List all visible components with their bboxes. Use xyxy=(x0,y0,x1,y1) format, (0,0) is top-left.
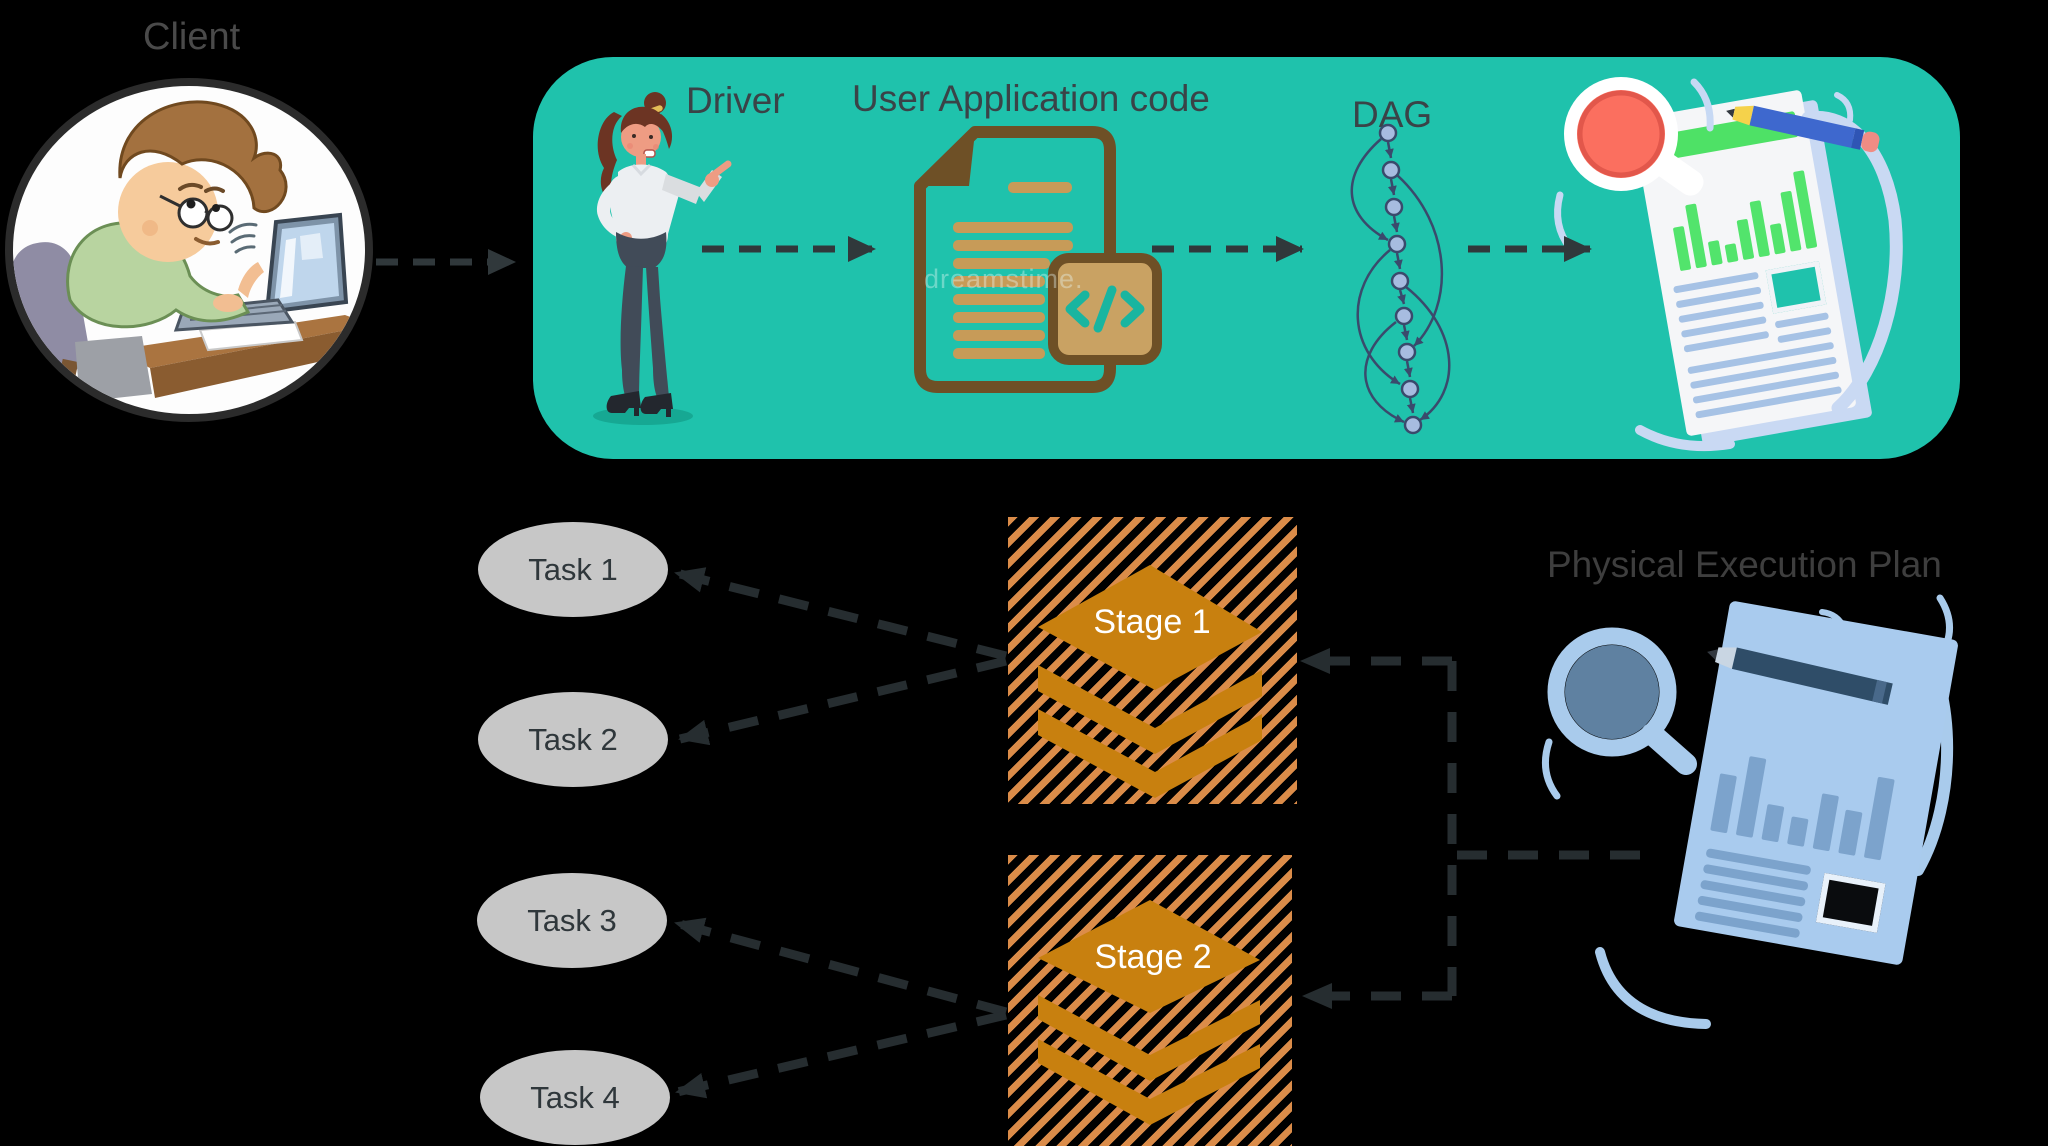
layers-icon: Stage 2 xyxy=(1038,900,1260,1125)
stage-2-box: Stage 2 xyxy=(1008,855,1292,1146)
pencil-icon xyxy=(1726,105,1880,153)
code-badge-icon xyxy=(1048,253,1162,365)
arrow-stage2-to-task3 xyxy=(674,917,1008,1017)
task-ellipse: Task 4 xyxy=(480,1050,670,1145)
desk-front xyxy=(150,325,365,398)
pep-decorations-front xyxy=(1541,627,1893,1029)
physical-execution-plan-label: Physical Execution Plan xyxy=(1547,544,1942,585)
watermark-text: dreamstime. xyxy=(924,264,1084,294)
driver-label: Driver xyxy=(686,80,785,121)
folded-corner xyxy=(920,132,975,186)
task-1-label: Task 1 xyxy=(528,551,618,587)
task-2-label: Task 2 xyxy=(528,721,618,757)
task-ellipse: Task 2 xyxy=(478,692,668,787)
arrow-stage1-to-task1 xyxy=(674,567,1008,661)
stage-1-box: Stage 1 xyxy=(1008,517,1297,804)
stage-1-label: Stage 1 xyxy=(1093,603,1210,641)
client-person xyxy=(66,100,288,402)
client-illustration xyxy=(5,78,373,422)
code-document-icon xyxy=(914,126,1162,393)
magnifier-icon xyxy=(1547,627,1697,775)
user-application-code-label: User Application code xyxy=(852,78,1210,119)
glasses-icon xyxy=(159,194,234,232)
task-3-label: Task 3 xyxy=(527,902,617,938)
dag-graph-icon xyxy=(1350,123,1451,435)
driver-person-illustration xyxy=(593,92,732,425)
pencil-icon xyxy=(1707,647,1893,705)
report-decorations xyxy=(1554,77,1903,452)
stage-2-label: Stage 2 xyxy=(1094,938,1211,976)
client-label: Client xyxy=(143,16,241,58)
arrow-stage2-to-task4 xyxy=(675,1010,1008,1099)
task-4-label: Task 4 xyxy=(530,1079,620,1115)
task-ellipse: Task 1 xyxy=(478,522,668,617)
arrow-stage1-to-task2 xyxy=(678,656,1008,746)
coffee-mug-icon xyxy=(1564,77,1704,196)
task-ellipse: Task 3 xyxy=(477,873,667,968)
layers-icon: Stage 1 xyxy=(1038,565,1262,798)
